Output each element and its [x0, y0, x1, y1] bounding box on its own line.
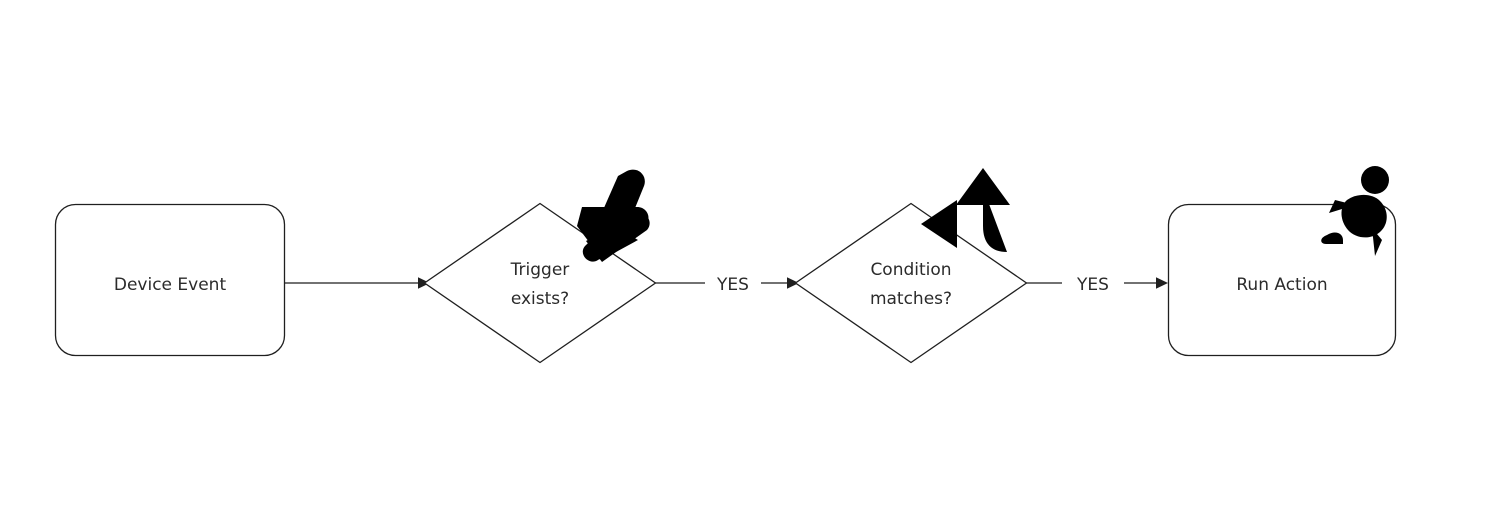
- condition-matches-label-line-1: Condition: [870, 260, 951, 280]
- edge-condition-to-run-action: YES: [1026, 275, 1168, 295]
- node-device-event[interactable]: Device Event: [54, 203, 286, 357]
- node-run-action[interactable]: Run Action: [1167, 166, 1397, 357]
- node-trigger-exists[interactable]: Trigger exists?: [423, 169, 657, 364]
- device-event-shape[interactable]: [54, 203, 286, 357]
- trigger-exists-label-line-1: Trigger: [510, 260, 570, 280]
- node-condition-matches[interactable]: Condition matches?: [794, 168, 1028, 364]
- edge-trigger-to-condition: YES: [655, 275, 799, 295]
- branch-fork-arrow-icon: [921, 168, 1010, 252]
- device-event-label: Device Event: [114, 275, 227, 295]
- running-person-icon: [1321, 166, 1392, 256]
- run-action-label: Run Action: [1236, 275, 1327, 295]
- edge-3-label: YES: [1076, 275, 1109, 295]
- trigger-exists-label-line-2: exists?: [511, 289, 569, 309]
- edge-2-label: YES: [716, 275, 749, 295]
- lightning-bolt-icon: [577, 169, 650, 262]
- edge-2-arrowhead: [787, 277, 799, 289]
- edge-3-arrowhead: [1156, 277, 1168, 289]
- condition-matches-shape[interactable]: [794, 202, 1028, 364]
- edge-device-event-to-trigger: [284, 277, 430, 289]
- condition-matches-label-line-2: matches?: [870, 289, 952, 309]
